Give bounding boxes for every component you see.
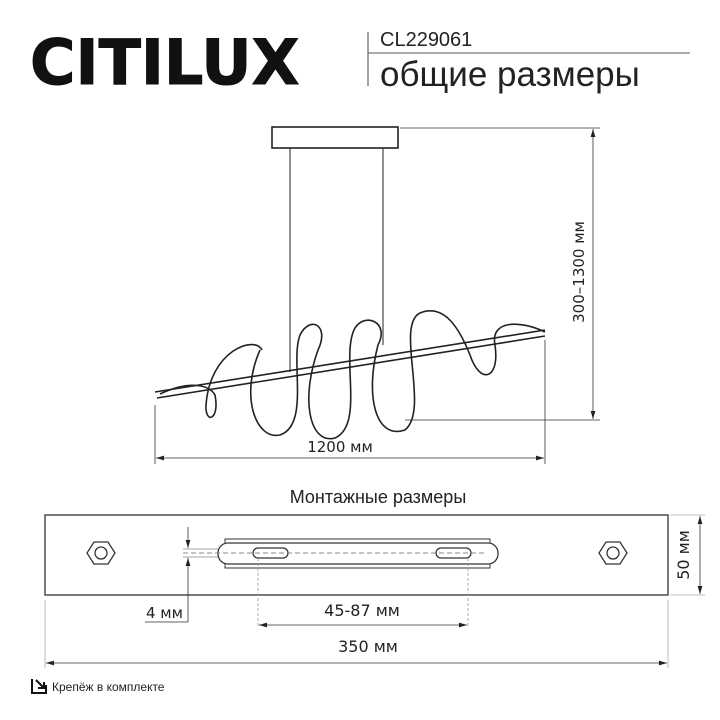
offset-dimension: [145, 527, 191, 623]
mounting-plate: [44, 514, 669, 596]
offset-dimension-label: 4 мм: [146, 604, 183, 622]
hole-spacing-dimension: [257, 558, 469, 628]
page-subtitle: общие размеры: [380, 55, 640, 94]
width-dimension-label: 1200 мм: [307, 438, 373, 456]
model-number: CL229061: [380, 29, 472, 51]
length-dimension: [44, 600, 669, 668]
mounting-plate-drawing: [44, 514, 669, 596]
plate-width-label: 50 мм: [674, 530, 693, 580]
mounting-title: Монтажные размеры: [290, 487, 467, 507]
height-dimension: [400, 127, 600, 421]
length-dimension-label: 350 мм: [338, 637, 398, 656]
height-dimension-label: 300–1300 мм: [570, 221, 588, 323]
width-dimension: [154, 340, 546, 464]
hex-nut-left: [86, 541, 116, 565]
brand-logo: CITILUX: [30, 26, 299, 99]
mounting-kit-icon: [31, 679, 47, 694]
footer-text: Крепёж в комплекте: [52, 680, 165, 694]
lamp-illustration: [154, 126, 546, 440]
hole-spacing-label: 45-87 мм: [324, 601, 400, 620]
hex-nut-right: [598, 541, 628, 565]
plate-width-dimension: [670, 514, 705, 596]
canopy: [271, 126, 399, 149]
